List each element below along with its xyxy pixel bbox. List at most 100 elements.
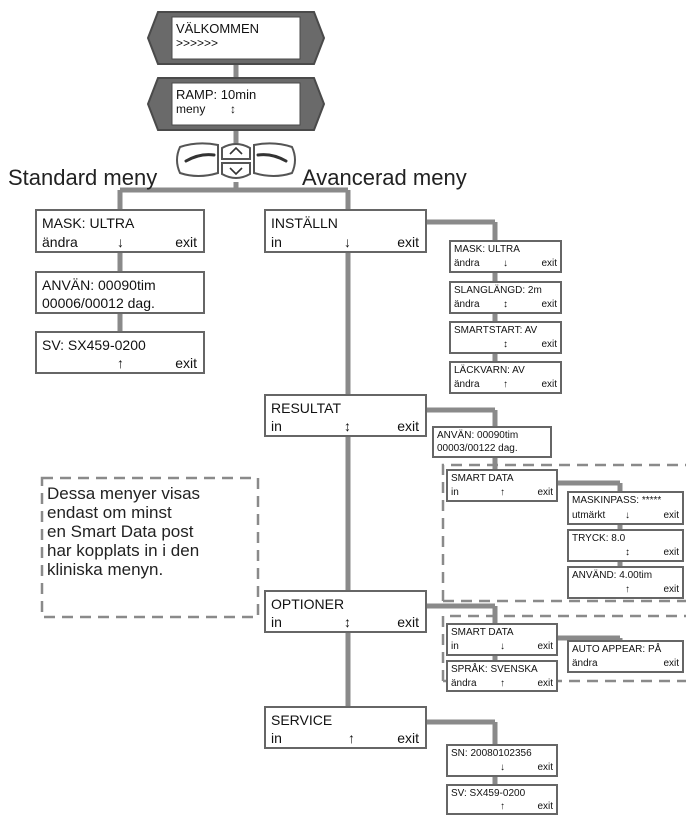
menu-line-2-left: ändra (42, 234, 78, 250)
up-arrow-key-icon[interactable] (221, 143, 251, 160)
menu-line-2-left: utmärkt (572, 510, 606, 521)
menu-line-2-arrow: ↓ (344, 234, 351, 250)
standard-menu-item: MASK: ULTRA ändra ↓ exit (35, 209, 205, 253)
resultat-submenu-item: SMART DATA in ↑ exit (446, 469, 558, 502)
note-line: en Smart Data post (47, 522, 194, 541)
menu-line-1: OPTIONER (271, 596, 345, 612)
ramp-line-1: RAMP: 10min (176, 87, 257, 102)
service-submenu-item: SV: SX459-0200 ↑ exit (446, 784, 558, 815)
smartdata-submenu-item: TRYCK: 8.0 ↕ exit (567, 529, 684, 562)
standard-menu-item: ANVÄN: 00090tim 00006/00012 dag. (35, 271, 205, 314)
menu-line-2-left: in (271, 614, 282, 630)
menu-line-2-arrow: ↑ (348, 730, 355, 746)
menu-line-2-exit: exit (175, 234, 197, 250)
menu-line-1: SERVICE (271, 712, 333, 728)
ramp-line-2-label: meny (176, 102, 206, 116)
menu-line-1: MASK: ULTRA (454, 244, 520, 255)
menu-line-1: SV: SX459-0200 (451, 788, 526, 799)
menu-line-1: SMART DATA (451, 627, 514, 638)
smart-data-note: Dessa menyer visas endast om minst en Sm… (47, 484, 200, 579)
menu-line-2-arrow: ↓ (500, 641, 505, 652)
menu-line-2-left: in (271, 730, 282, 746)
menu-line-2-exit: exit (397, 234, 419, 250)
menu-line-2-arrow: ↕ (625, 547, 630, 558)
menu-line-1: SV: SX459-0200 (42, 337, 146, 353)
standard-menu-heading: Standard meny (8, 165, 158, 190)
menu-line-2-arrow: ↑ (503, 379, 508, 390)
menu-line-2-left: ändra (451, 678, 477, 689)
optioner-submenu-item: SMART DATA in ↓ exit (446, 623, 558, 656)
menu-line-2-exit: exit (537, 801, 553, 812)
standard-menu-item: SV: SX459-0200 ↑ exit (35, 331, 205, 374)
menu-line-2-arrow: ↑ (500, 678, 505, 689)
advanced-menu-item: OPTIONER in ↕ exit (264, 590, 427, 633)
menu-line-2-left: in (271, 418, 282, 434)
down-arrow-key-icon[interactable] (221, 162, 251, 179)
menu-line-2-exit: exit (537, 641, 553, 652)
menu-line-1: ANVÄN: 00090tim (42, 277, 156, 293)
left-soft-key-icon[interactable] (176, 142, 219, 177)
installn-submenu-item: LÄCKVARN: AV ändra ↑ exit (449, 361, 562, 394)
note-line: Dessa menyer visas (47, 484, 201, 503)
optioner-submenu-item: SPRÅK: SVENSKA ändra ↑ exit (446, 660, 558, 692)
menu-line-1: RESULTAT (271, 400, 342, 416)
menu-line-2-left: in (271, 234, 282, 250)
menu-line-2-exit: exit (663, 658, 679, 669)
note-line: endast om minst (47, 503, 172, 522)
menu-line-2-exit: exit (537, 762, 553, 773)
menu-line-1: SN: 20080102356 (451, 748, 532, 759)
menu-line-1: AUTO APPEAR: PÅ (572, 644, 662, 655)
menu-line-2-exit: exit (663, 510, 679, 521)
menu-line-2-arrow: ↕ (503, 299, 508, 310)
advanced-menu-heading: Avancerad meny (302, 165, 467, 190)
menu-line-2-arrow: ↑ (117, 355, 124, 371)
installn-submenu-item: MASK: ULTRA ändra ↓ exit (449, 240, 562, 273)
welcome-line-2: >>>>>> (176, 36, 219, 50)
menu-line-2-arrow: ↑ (500, 801, 505, 812)
menu-line-1: SPRÅK: SVENSKA (451, 664, 538, 675)
smartdata-submenu-item: MASKINPASS: ***** utmärkt ↓ exit (567, 491, 684, 525)
menu-line-1: MASKINPASS: ***** (572, 495, 662, 506)
advanced-menu-item: RESULTAT in ↕ exit (264, 394, 427, 437)
menu-line-2-left: ändra (454, 299, 480, 310)
menu-line-2-exit: exit (537, 678, 553, 689)
menu-line-1: SLANGLÄNGD: 2m (454, 285, 542, 296)
menu-line-1: TRYCK: 8.0 (572, 533, 626, 544)
menu-line-2-arrow: ↓ (500, 762, 505, 773)
menu-line-1: ANVÄND: 4.00tim (572, 570, 653, 581)
welcome-line-1: VÄLKOMMEN (176, 21, 260, 36)
menu-line-2-left: in (451, 641, 459, 652)
menu-line-1: SMART DATA (451, 473, 514, 484)
menu-line-2-left: 00003/00122 dag. (437, 443, 518, 454)
menu-line-2-left: ändra (572, 658, 598, 669)
menu-line-2-arrow: ↕ (344, 418, 351, 434)
menu-line-2-arrow: ↕ (344, 614, 351, 630)
menu-line-1: LÄCKVARN: AV (454, 365, 525, 376)
installn-submenu-item: SLANGLÄNGD: 2m ändra ↕ exit (449, 281, 562, 314)
menu-line-2-arrow: ↑ (500, 487, 505, 498)
welcome-display (146, 11, 326, 65)
menu-line-1: SMARTSTART: AV (454, 325, 538, 336)
menu-line-2-arrow: ↕ (503, 339, 508, 350)
menu-line-2-exit: exit (663, 547, 679, 558)
menu-line-2-arrow: ↓ (625, 510, 630, 521)
installn-submenu-item: SMARTSTART: AV ↕ exit (449, 321, 562, 354)
keypad (176, 142, 296, 179)
right-soft-key-icon[interactable] (253, 142, 296, 177)
menu-line-1: INSTÄLLN (271, 215, 338, 231)
note-line: kliniska menyn. (47, 560, 164, 579)
menu-line-2-left: ändra (454, 258, 480, 269)
menu-line-1: MASK: ULTRA (42, 215, 135, 231)
note-line: har kopplats in i den (47, 541, 200, 560)
menu-line-2-exit: exit (541, 299, 557, 310)
advanced-menu-item: INSTÄLLN in ↓ exit (264, 209, 427, 253)
menu-line-2-exit: exit (397, 730, 419, 746)
menu-line-2-exit: exit (541, 379, 557, 390)
menu-line-2-left: in (451, 487, 459, 498)
menu-line-1: ANVÄN: 00090tim (437, 430, 519, 441)
auto-appear-item: AUTO APPEAR: PÅ ändra exit (567, 640, 684, 673)
menu-line-2-exit: exit (663, 584, 679, 595)
ramp-line-2-arrow: ↕ (230, 102, 236, 116)
menu-line-2-exit: exit (175, 355, 197, 371)
